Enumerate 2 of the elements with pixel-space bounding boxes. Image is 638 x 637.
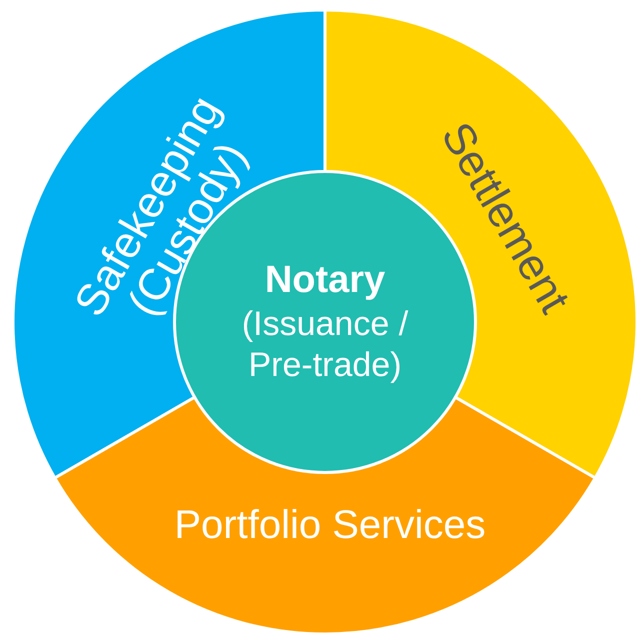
heading-text: Notary: [264, 258, 386, 304]
segment-label: Portfolio Services: [173, 504, 487, 546]
